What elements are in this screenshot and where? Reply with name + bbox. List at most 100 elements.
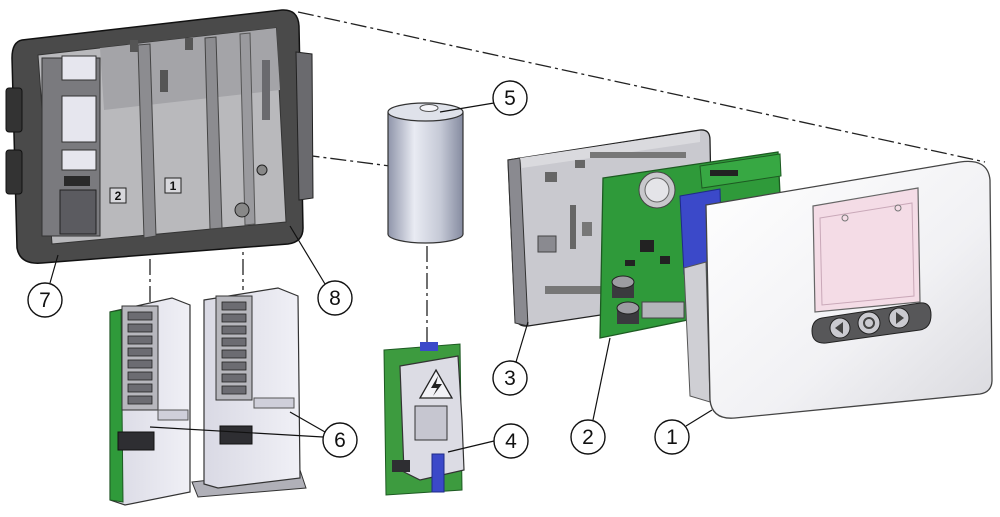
housing-terminal-strip (59, 189, 97, 235)
terminal-screw (127, 371, 153, 381)
callout-4: 4 (493, 423, 529, 459)
terminal-module-left (109, 297, 191, 506)
frame-top-rib (520, 131, 700, 168)
arrow-left-icon (829, 317, 851, 339)
leader-line-6 (149, 426, 324, 438)
display-window (812, 187, 921, 313)
terminal-screw (221, 337, 247, 347)
capacitor (611, 275, 635, 298)
capacitor (616, 301, 640, 324)
housing-divider (239, 32, 256, 226)
terminal-screw (221, 361, 247, 371)
frame-left-edge (507, 157, 529, 327)
housing-left-hook (5, 87, 23, 133)
module-step (253, 397, 295, 409)
housing-divider (204, 36, 223, 230)
terminal-screw (221, 301, 247, 311)
housing-slot (262, 60, 270, 120)
housing-screw-post (234, 202, 250, 218)
housing-divider (137, 43, 157, 239)
callout-6-label: 6 (334, 429, 346, 452)
back-housing: 2 1 (5, 9, 314, 264)
housing-relay (61, 95, 97, 143)
power-module-fuse (414, 405, 448, 441)
module-pcb-edge (109, 309, 124, 503)
frame-slot (590, 152, 686, 158)
callout-8-label: 8 (329, 287, 341, 310)
leader-line-2 (592, 337, 611, 421)
leader-line-8 (289, 225, 326, 285)
module-connector (117, 431, 155, 451)
pcb-chip (710, 170, 738, 176)
housing-label-2: 2 (115, 189, 122, 203)
frame-slot (570, 205, 576, 249)
power-module-connector (431, 453, 445, 493)
battery-terminal (419, 104, 439, 112)
frame-hole (545, 172, 557, 182)
circle-icon (857, 311, 881, 335)
callout-5: 5 (492, 80, 528, 116)
terminal-module-right (191, 287, 307, 498)
callout-7-label: 7 (39, 289, 51, 312)
pcb-chip (660, 256, 670, 264)
housing-slot (185, 38, 193, 50)
frame-hole (537, 235, 557, 253)
frame-hole (575, 160, 585, 168)
terminal-screw (127, 395, 153, 405)
module-step (157, 409, 189, 421)
terminal-screw (127, 311, 153, 321)
terminal-screw (221, 349, 247, 359)
terminal-screw (127, 323, 153, 333)
display-inner-frame (819, 202, 915, 306)
battery (387, 102, 464, 244)
power-module-connector (392, 460, 410, 472)
callout-4-label: 4 (505, 430, 517, 453)
callout-2-label: 2 (582, 426, 594, 449)
assembly-line-battery (249, 147, 391, 167)
coin-cell (644, 177, 670, 203)
housing-left-hook (5, 149, 23, 195)
leader-line-4 (447, 440, 495, 453)
terminal-screw (221, 325, 247, 335)
leader-lines (49, 102, 713, 453)
housing-slot (130, 40, 138, 52)
leader-line-7 (49, 254, 59, 284)
power-module-tab (420, 342, 438, 351)
callout-7: 7 (27, 282, 63, 318)
callout-3: 3 (492, 360, 528, 396)
leader-line-5 (439, 102, 495, 113)
housing-slot (160, 70, 168, 92)
display-indicator (894, 204, 902, 212)
pcb-connector (641, 301, 685, 319)
housing-relay (61, 149, 97, 171)
callout-1: 1 (654, 419, 690, 455)
housing-terminal-strip (64, 176, 90, 186)
leader-line-1 (685, 409, 713, 427)
front-cover (683, 160, 993, 419)
callout-8: 8 (317, 280, 353, 316)
housing-right-flange (295, 51, 314, 201)
terminal-block (121, 305, 159, 411)
pcb-top-edge (699, 153, 782, 189)
terminal-screw (221, 313, 247, 323)
battery-body (388, 112, 463, 234)
terminal-screw-column (221, 301, 247, 395)
terminal-screw (127, 347, 153, 357)
leader-line-6 (289, 411, 326, 433)
assembly-line-top (297, 11, 986, 163)
frame-hole (582, 222, 592, 236)
display-indicator (841, 214, 849, 222)
housing-relay (61, 55, 97, 81)
housing-screw-post (256, 164, 268, 176)
callout-1-label: 1 (666, 426, 678, 449)
frame-slot (545, 286, 603, 294)
high-voltage-warning-icon (418, 368, 454, 399)
callout-2: 2 (570, 419, 606, 455)
cover-side (683, 261, 711, 403)
terminal-screw (221, 385, 247, 395)
callout-6: 6 (322, 422, 358, 458)
power-module (383, 342, 465, 496)
arrow-right-icon (888, 307, 910, 329)
terminal-screw-column (127, 311, 153, 405)
